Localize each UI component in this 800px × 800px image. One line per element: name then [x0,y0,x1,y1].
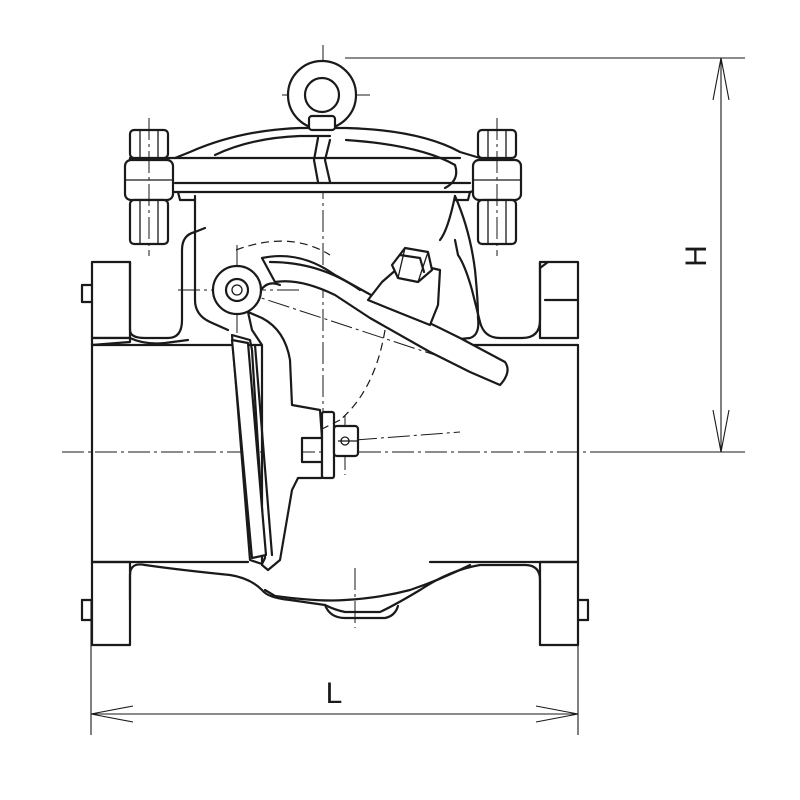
hinge-pin [211,264,282,316]
swing-disc-open [260,246,509,387]
dimension-length [90,600,579,735]
swing-path-hidden [235,240,386,431]
dimension-height [345,57,745,453]
length-dimension-label: L [326,677,343,710]
height-dimension-label: H [680,245,713,267]
swing-disc-closed [230,310,360,572]
bonnet-bolt-left [123,118,175,256]
valve-body [80,194,590,647]
eye-bolt [286,59,358,132]
bonnet-cover [128,126,482,202]
bonnet-bolt-right [471,118,523,256]
